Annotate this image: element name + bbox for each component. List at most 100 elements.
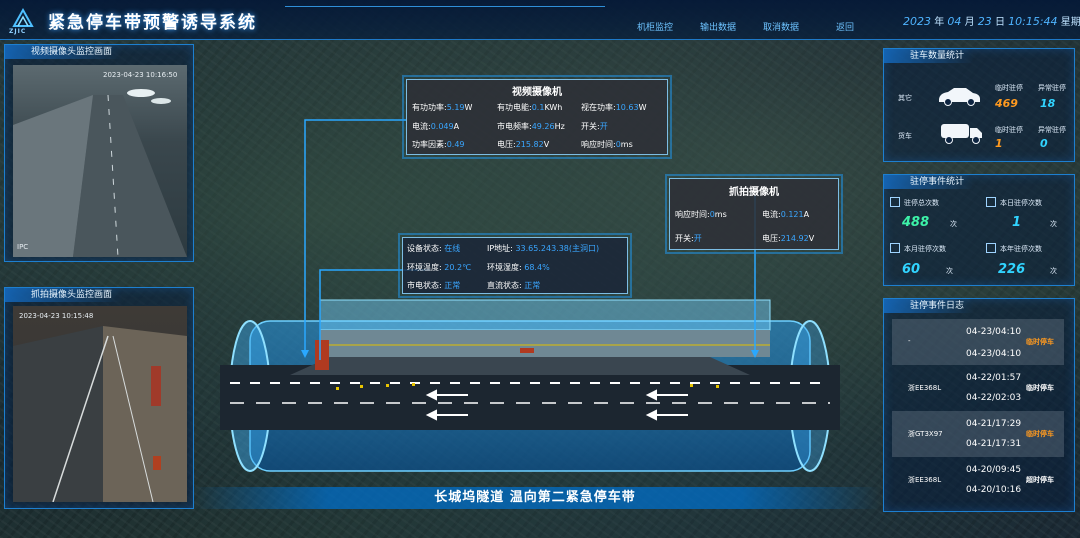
month-parking-value: 60 (902, 262, 921, 277)
plate-number: - (908, 337, 911, 345)
panel-title: 驻停事件统计 (884, 175, 975, 189)
video-camera-feed[interactable]: 2023-04-23 10:16:50 IPC (13, 65, 187, 257)
list-item[interactable]: 浙GT3X97 04-21/17:29 04-21/17:31 临时停车 (892, 411, 1064, 457)
start-time: 04-22/01:57 (966, 373, 1022, 383)
kv-voltage: 电压:215.82V (497, 140, 550, 149)
unit-label: 次 (950, 220, 957, 228)
header-decoration (285, 6, 605, 32)
truck-icon (941, 124, 982, 144)
unit-label: 次 (1050, 267, 1057, 275)
zjic-logo-icon (12, 7, 34, 27)
datetime: 2023 年 04 月 23 日 10:15:44 星期日 (903, 15, 1080, 28)
car-temp-count: 469 (995, 97, 1018, 110)
car-abnormal-count: 18 (1040, 97, 1056, 110)
nav-back[interactable]: 返回 (836, 23, 855, 33)
tunnel-3d-view[interactable] (190, 285, 880, 485)
unit-label: 次 (1050, 220, 1057, 228)
total-parking-value: 488 (902, 215, 930, 230)
plate-number: 浙EE368L (908, 476, 942, 484)
kv-apparent-power: 视在功率:10.63W (581, 103, 647, 112)
car-icon (939, 88, 980, 106)
camera-timestamp: 2023-04-23 10:16:50 (103, 71, 178, 79)
plate-number: 浙GT3X97 (908, 430, 943, 438)
end-time: 04-22/02:03 (966, 393, 1022, 403)
parking-sign-icon (890, 243, 900, 253)
tunnel-scene (13, 89, 187, 257)
today-parking-value: 1 (1012, 215, 1022, 230)
info-title: 抓拍摄像机 (729, 187, 779, 198)
kv-voltage: 电压:214.92V (762, 234, 815, 243)
kv-power-factor: 功率因素:0.49 (412, 140, 465, 149)
start-time: 04-23/04:10 (966, 327, 1022, 337)
year-parking-label: 本年驻停次数 (1000, 245, 1042, 253)
list-item[interactable]: 浙EE368L 04-20/09:45 04-20/10:16 超时停车 (892, 457, 1064, 503)
capture-camera-feed[interactable]: 2023-04-23 10:15:48 (13, 306, 187, 502)
capture-camera-panel: 抓拍摄像头监控画面 2023-04-23 10:15:48 (4, 287, 194, 509)
kv-dc-status: 直流状态: 正常 (487, 281, 541, 290)
kv-response-time: 响应时间:0ms (581, 140, 633, 149)
abnormal-parking-header: 异常驻停 (1038, 84, 1066, 92)
panel-title: 驻车数量统计 (884, 49, 975, 63)
parking-sign-icon (986, 197, 996, 207)
end-time: 04-21/17:31 (966, 439, 1022, 449)
camera-label: IPC (17, 243, 29, 251)
temp-parking-header: 临时驻停 (995, 84, 1023, 92)
event-stats-panel: 驻停事件统计 驻停总次数 488 次 本日驻停次数 1 次 本月驻停次数 60 … (883, 174, 1075, 286)
panel-title: 驻停事件日志 (884, 299, 975, 313)
kv-ip-address: IP地址: 33.65.243.38(主洞口) (487, 244, 600, 253)
truck-abnormal-count: 0 (1040, 137, 1048, 150)
car-label: 其它 (898, 94, 912, 102)
truck-label: 货车 (898, 132, 912, 140)
kv-active-power: 有功功率:5.19W (412, 103, 473, 112)
video-camera-info-box: 视频摄像机 有功功率:5.19W 有功电能:0.1KWh 视在功率:10.63W… (402, 75, 672, 159)
kv-mains-status: 市电状态: 正常 (407, 281, 461, 290)
kv-switch: 开关:开 (675, 234, 702, 243)
device-status-box: 设备状态: 在线 IP地址: 33.65.243.38(主洞口) 环境温度: 2… (398, 233, 632, 298)
page-title: 紧急停车带预警诱导系统 (48, 13, 257, 33)
kv-frequency: 市电频率:49.26Hz (497, 122, 565, 131)
month-parking-label: 本月驻停次数 (904, 245, 946, 253)
today-parking-label: 本日驻停次数 (1000, 199, 1042, 207)
list-item[interactable]: - 04-23/04:10 04-23/04:10 临时停车 (892, 319, 1064, 365)
info-title: 视频摄像机 (512, 87, 562, 98)
start-time: 04-20/09:45 (966, 465, 1022, 475)
truck-temp-count: 1 (995, 137, 1003, 150)
video-camera-panel: 视频摄像头监控画面 2023-04-23 10:16:50 IPC (4, 44, 194, 262)
total-parking-label: 驻停总次数 (904, 199, 939, 207)
start-time: 04-21/17:29 (966, 419, 1022, 429)
year-parking-value: 226 (998, 262, 1026, 277)
kv-current: 电流:0.121A (762, 210, 810, 219)
kv-active-energy: 有功电能:0.1KWh (497, 103, 563, 112)
list-item[interactable]: 浙EE368L 04-22/01:57 04-22/02:03 临时停车 (892, 365, 1064, 411)
capture-camera-info-box: 抓拍摄像机 响应时间:0ms 电流:0.121A 开关:开 电压:214.92V (665, 174, 843, 254)
abnormal-parking-header: 异常驻停 (1038, 126, 1066, 134)
parking-stats-panel: 驻车数量统计 其它 临时驻停 异常驻停 469 18 货车 临时驻停 异常驻停 … (883, 48, 1075, 162)
event-tag: 临时停车 (1026, 430, 1054, 438)
unit-label: 次 (946, 267, 953, 275)
parking-sign-icon (986, 243, 996, 253)
temp-parking-header: 临时驻停 (995, 126, 1023, 134)
panel-title: 视频摄像头监控画面 (5, 45, 123, 59)
event-tag: 临时停车 (1026, 338, 1054, 346)
event-log-panel: 驻停事件日志 - 04-23/04:10 04-23/04:10 临时停车 浙E… (883, 298, 1075, 512)
parking-sign-icon (890, 197, 900, 207)
event-log-list[interactable]: - 04-23/04:10 04-23/04:10 临时停车 浙EE368L 0… (892, 319, 1068, 509)
end-time: 04-20/10:16 (966, 485, 1022, 495)
tunnel-scene (13, 326, 187, 502)
nav-cancel-data[interactable]: 取消数据 (763, 23, 800, 33)
nav-output-data[interactable]: 输出数据 (700, 23, 737, 33)
nav-cabinet-monitor[interactable]: 机柜监控 (637, 23, 674, 33)
kv-env-temperature: 环境温度: 20.2℃ (407, 263, 472, 272)
kv-env-humidity: 环境湿度: 68.4% (487, 263, 550, 272)
tunnel-name-banner: 长城坞隧道 温向第二紧急停车带 (190, 487, 880, 509)
end-time: 04-23/04:10 (966, 349, 1022, 359)
kv-device-status: 设备状态: 在线 (407, 244, 461, 253)
kv-switch: 开关:开 (581, 122, 608, 131)
panel-title: 抓拍摄像头监控画面 (5, 288, 123, 302)
event-tag: 超时停车 (1026, 476, 1054, 484)
kv-response-time: 响应时间:0ms (675, 210, 727, 219)
logo-text: ZJIC (9, 28, 27, 35)
event-tag: 临时停车 (1026, 384, 1054, 392)
plate-number: 浙EE368L (908, 384, 942, 392)
kv-current: 电流:0.049A (412, 122, 460, 131)
